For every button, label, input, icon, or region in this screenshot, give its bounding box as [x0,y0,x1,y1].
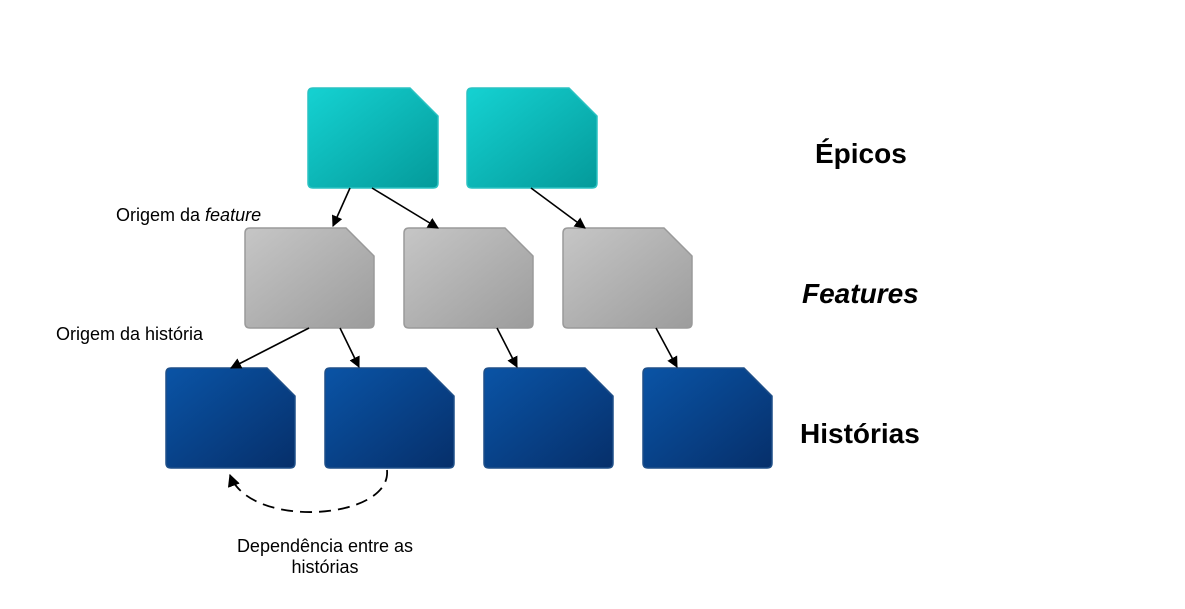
level-label-stories: Histórias [800,418,920,449]
feature-origin-emphasis: feature [205,205,262,225]
epic-card-1 [307,87,439,189]
feature-card-1 [244,227,375,329]
arrow-feature1-story1 [230,327,310,369]
arrow-epic2-feature3 [530,187,586,229]
feature-card-3 [562,227,693,329]
feature-card-2 [403,227,534,329]
arrow-epic1-feature2 [371,187,439,229]
dependency-label: Dependência entre as histórias [200,536,450,578]
level-label-epics: Épicos [815,138,907,169]
story-card-3 [483,367,614,469]
story-card-4 [642,367,773,469]
feature-origin-prefix: Origem da [116,205,206,225]
arrow-feature3-story4 [655,327,678,368]
dependency-label-line2: histórias [291,557,359,577]
level-label-features: Features [802,278,919,309]
epic-card-2 [466,87,598,189]
arrow-feature1-story2 [339,327,360,369]
arrow-epic1-feature1 [332,187,351,228]
story-card-2 [324,367,455,469]
story-origin-label: Origem da história [56,324,204,344]
story-card-1 [165,367,296,469]
dependency-arrow [227,469,388,513]
dependency-label-line1: Dependência entre as [236,536,414,556]
arrow-feature2-story3 [496,327,518,368]
feature-origin-label: Origem da feature [116,205,261,226]
